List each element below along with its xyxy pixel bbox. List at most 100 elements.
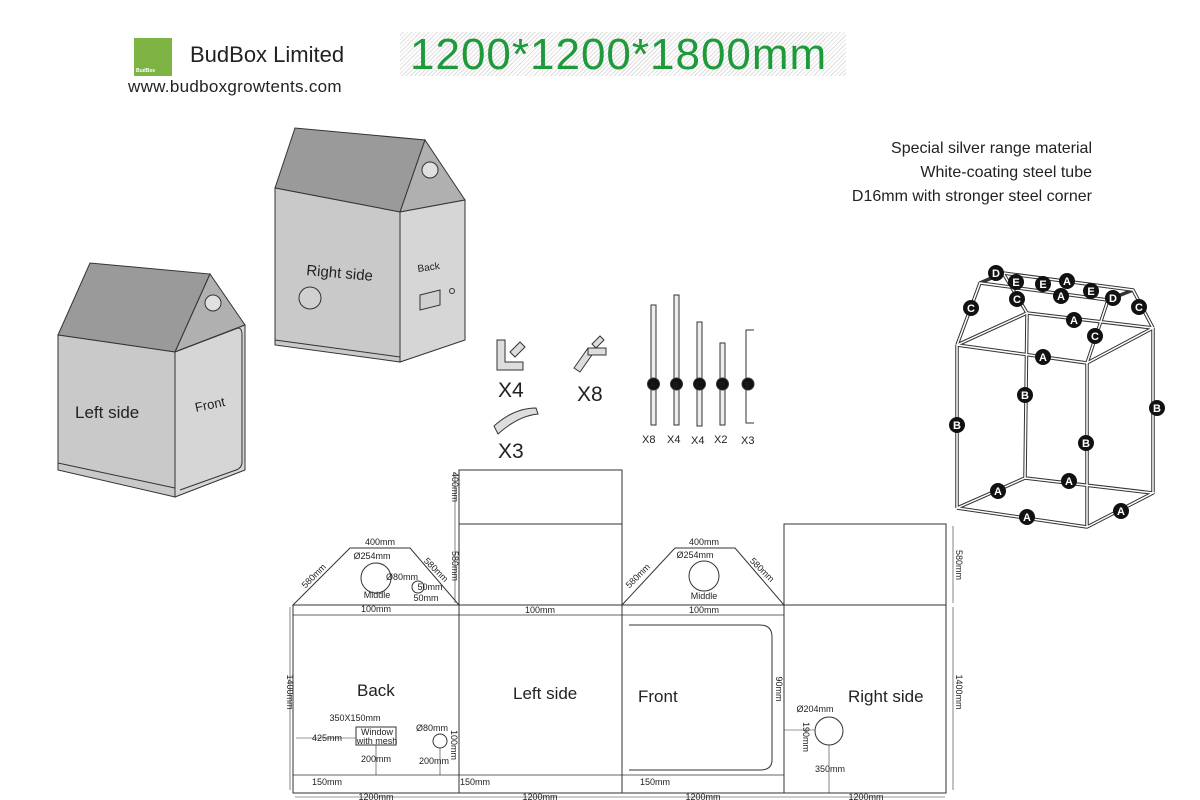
label-circle [1017,387,1033,403]
label-circle [1149,400,1165,416]
frame-label-text: E [1012,277,1019,289]
parts-strap: X3 [493,407,539,463]
rod-qty: X4 [667,434,680,446]
frame-label-text: A [994,486,1002,498]
tent-back-view: Right side Back [274,127,466,363]
svg-text:A: A [650,381,656,390]
frame-label-text: A [1039,352,1047,364]
frame-part-label: B [1078,435,1094,451]
frame-label-text: C [1013,294,1021,306]
rod-qty: X2 [714,434,727,446]
frame-label-text: C [967,303,975,315]
svg-text:B: B [673,381,678,390]
dimension-label: 580mm [450,551,460,581]
rod-e: EX3 [741,329,755,447]
dimension-label: 150mm [312,777,342,787]
dimension-label: 400mm [450,472,460,502]
size-title: 1200*1200*1800mm [400,32,846,78]
frame-label-text: E [1087,286,1094,298]
dimension-label: 580mm [624,562,652,590]
tent-label-back: Back [417,261,442,275]
panel-label-front: Front [638,687,678,706]
svg-text:C: C [696,381,702,390]
frame-label-text: B [1021,390,1029,402]
label-circle [1131,299,1147,315]
frame-part-label: D [988,265,1004,281]
frame-diagram [955,271,1156,529]
dimension-label: Middle [364,590,391,600]
dimension-label: 580mm [422,556,450,584]
label-circle [1009,291,1025,307]
frame-label-text: A [1057,291,1065,303]
label-circle [949,417,965,433]
frame-part-label: E [1008,274,1024,290]
panel-label-left-side: Left side [513,684,577,703]
panel-label-back: Back [357,681,395,700]
frame-part-label: A [1035,349,1051,365]
frame-part-label: E [1035,276,1051,292]
frame-label-text: A [1023,512,1031,524]
tent-front-view: Left side Front [57,262,246,498]
dimension-label: 350X150mm [329,713,380,723]
dimension-label: Ø254mm [353,551,390,561]
label-circle [1059,273,1075,289]
frame-label-text: C [1135,302,1143,314]
rod-c: CX4 [691,321,706,447]
dimension-label: 1200mm [848,792,883,800]
parts-elbow: X4 [496,339,526,402]
dimension-label: 50mm [417,582,442,592]
frame-part-label: A [1019,509,1035,525]
frame-label-text: D [992,268,1000,280]
frame-label-text: D [1109,293,1117,305]
frame-part-label: A [1066,312,1082,328]
dimension-label: 1200mm [522,792,557,800]
frame-label-text: A [1070,315,1078,327]
label-circle [1105,290,1121,306]
frame-part-label: B [949,417,965,433]
frame-label-text: C [1091,331,1099,343]
dimension-label: Window [361,727,394,737]
spec-line: White-coating steel tube [920,164,1092,181]
dimension-label: Ø80mm [416,723,448,733]
dimension-label: 1200mm [685,792,720,800]
label-circle [990,483,1006,499]
dimension-label: 50mm [413,593,438,603]
dimension-label: 580mm [300,562,328,590]
frame-part-label: C [1087,328,1103,344]
frame-part-label: A [1113,503,1129,519]
rod-qty: X3 [741,435,754,447]
dimension-label: 1200mm [358,792,393,800]
dimension-label: 190mm [801,722,811,752]
dimension-label: Middle [691,591,718,601]
dimension-label: 100mm [689,605,719,615]
label-circle [1019,509,1035,525]
label-circle [1035,276,1051,292]
frame-label-text: A [1063,276,1071,288]
label-circle [1035,349,1051,365]
dimension-label: 580mm [954,550,964,580]
frame-part-label: C [1131,299,1147,315]
dimension-label: 400mm [689,537,719,547]
spec-line: D16mm with stronger steel corner [851,188,1092,205]
dimension-label: 90mm [774,676,784,701]
website-link[interactable]: www.budboxgrowtents.com [128,77,342,96]
dimension-label: 200mm [361,754,391,764]
frame-label-text: A [1065,476,1073,488]
rod-qty: X8 [642,434,655,446]
company-name: BudBox Limited [190,42,345,67]
frame-label-text: B [1153,403,1161,415]
flat-pattern: Back Left side Front Right side [289,469,954,798]
frame-label-text: B [1082,438,1090,450]
dimension-label: 100mm [449,730,459,760]
tent-label-left-side: Left side [75,403,139,422]
dimension-label: 100mm [525,605,555,615]
frame-part-label: B [1017,387,1033,403]
dimension-label: Ø254mm [676,550,713,560]
elbow-qty: X4 [498,379,524,402]
budbox-logo: BudBox [134,38,172,76]
dimension-label: 400mm [365,537,395,547]
parts-connector: X8 [573,335,607,406]
